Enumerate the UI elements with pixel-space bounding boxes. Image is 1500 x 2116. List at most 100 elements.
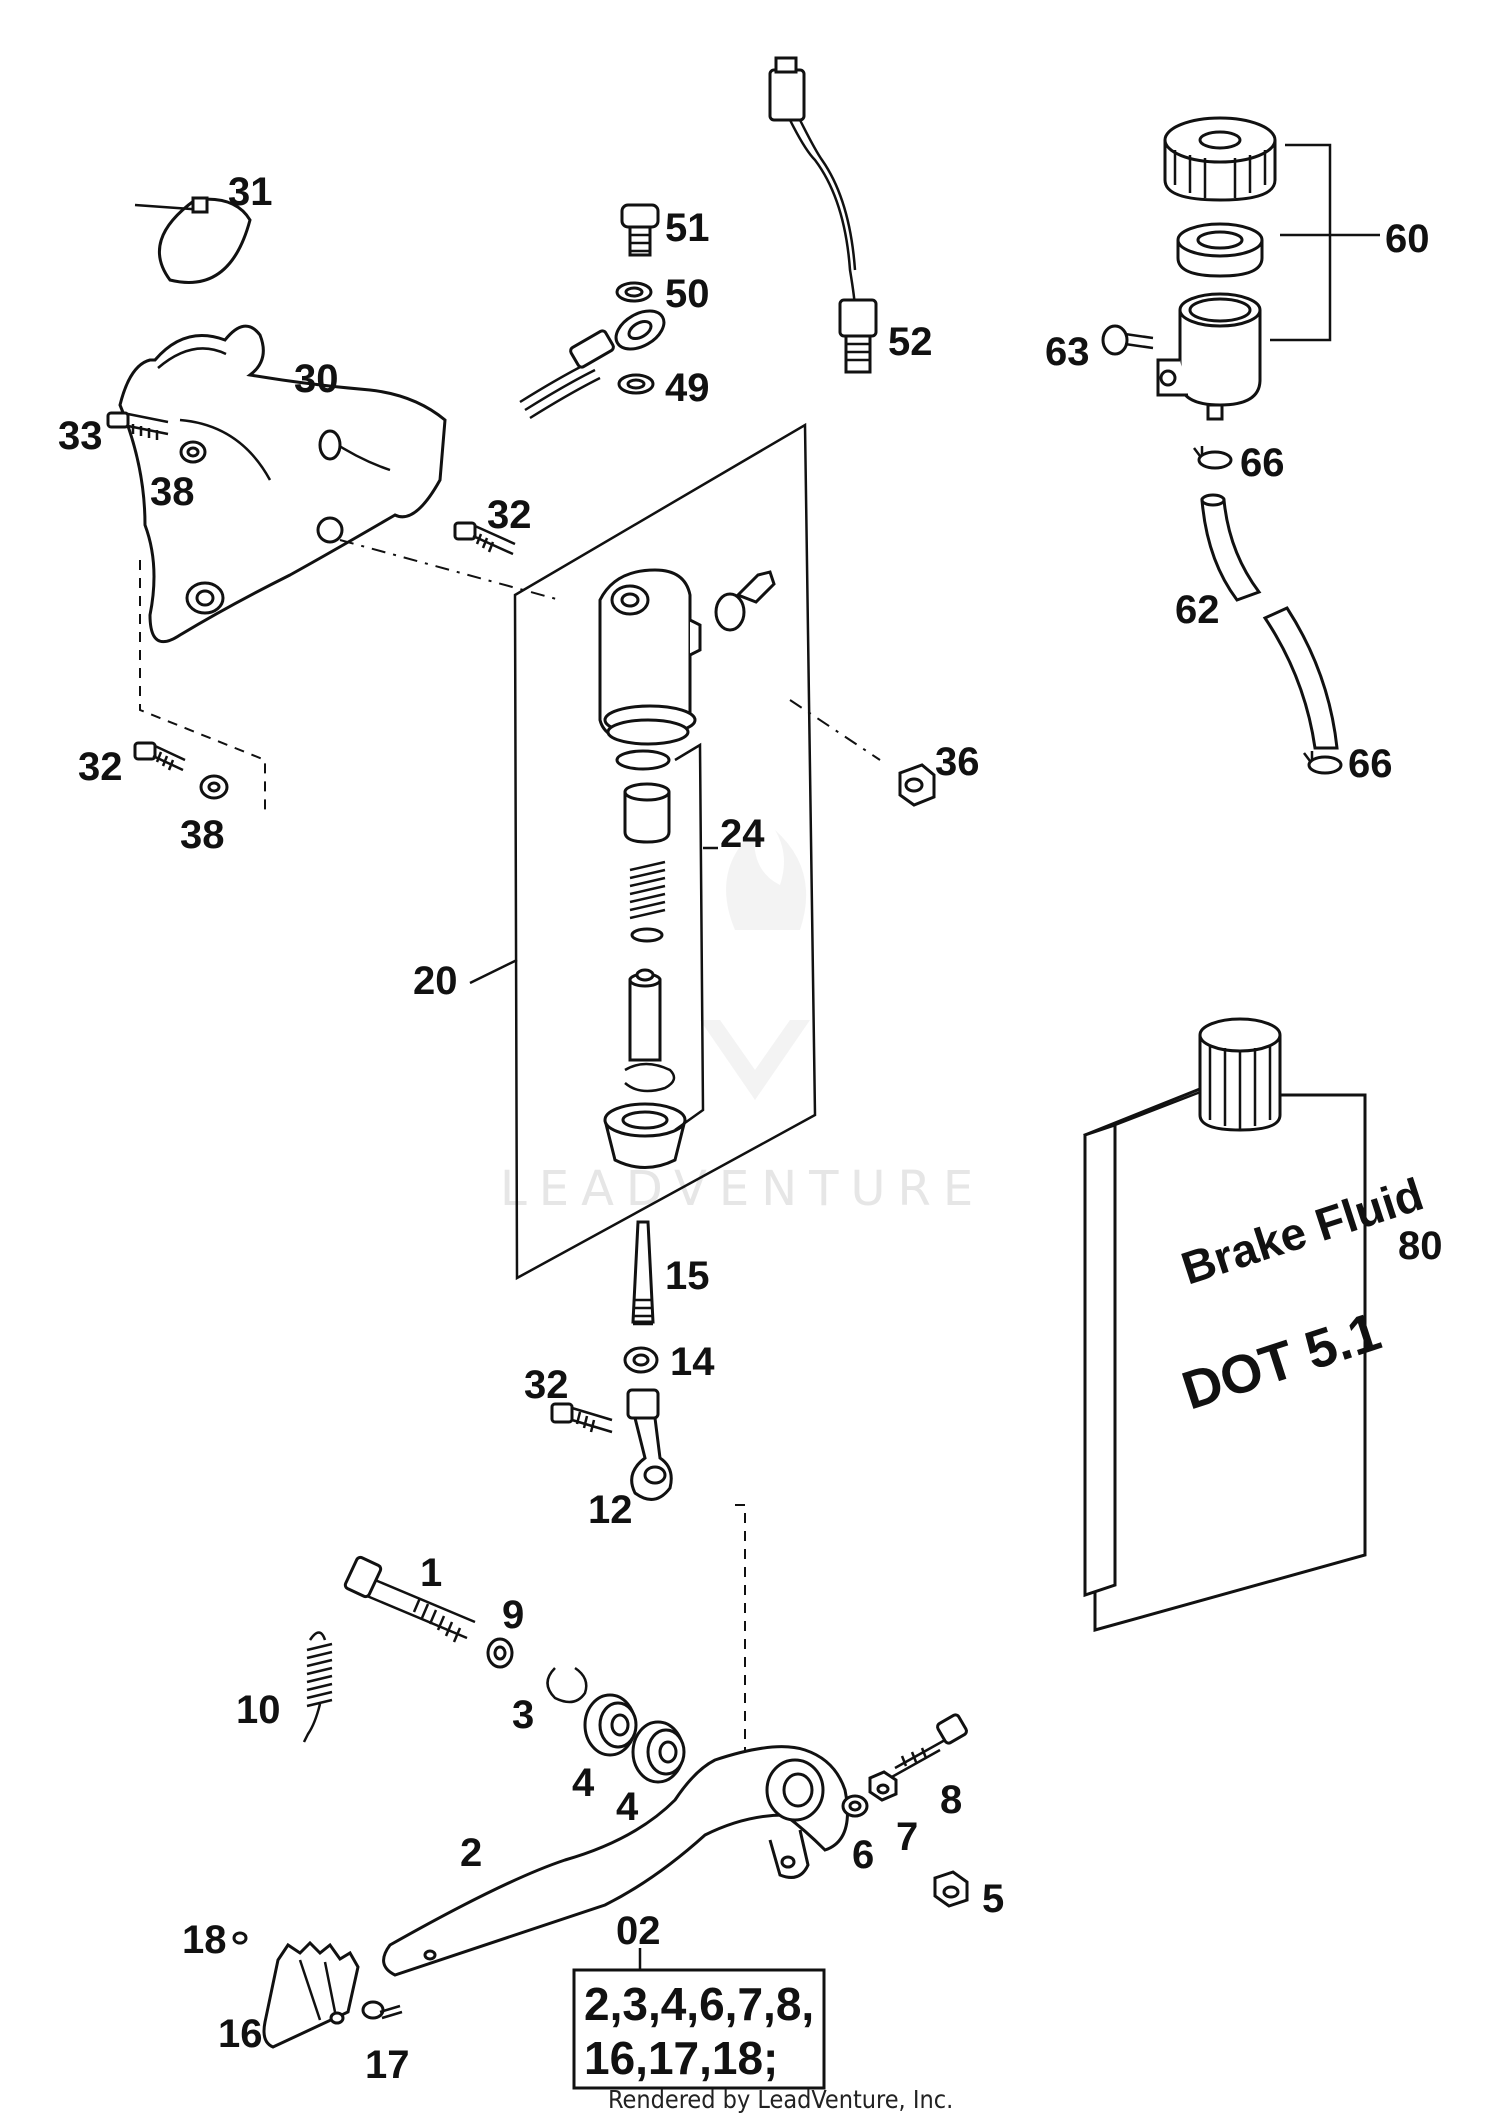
- callout-18: 18: [182, 1918, 227, 1962]
- callout-66-bottom: 66: [1348, 742, 1393, 786]
- pivot-bolt-1: [343, 1555, 476, 1643]
- nut-7: [868, 1770, 898, 1802]
- callout-80: 80: [1398, 1224, 1443, 1268]
- callout-32-left: 32: [78, 745, 123, 789]
- callout-16: 16: [218, 2012, 263, 2056]
- o-ring-top: [615, 749, 671, 771]
- heel-guard-30: [118, 324, 447, 644]
- screw-32-top: [453, 521, 516, 556]
- clamp-66-bottom: [1303, 751, 1343, 775]
- guide-line-vertical: [735, 1504, 746, 1788]
- pedal-step-16: [262, 1940, 360, 2049]
- kit-panel-20: [513, 422, 817, 1281]
- watermark-logo: [700, 830, 810, 1100]
- watermark-text: LEADVENTURE: [500, 1161, 985, 1217]
- callout-2: 2: [460, 1831, 482, 1875]
- washer-9: [486, 1637, 514, 1669]
- clamp-66-top: [1193, 446, 1233, 470]
- callout-17: 17: [365, 2043, 410, 2087]
- screw-32-bottom: [550, 1402, 613, 1434]
- callout-49: 49: [665, 366, 710, 410]
- washer-50: [615, 281, 653, 303]
- brake-pedal-2: [382, 1745, 849, 1977]
- bolt-8: [889, 1713, 968, 1780]
- kit-02-line1: 2,3,4,6,7,8,: [584, 1978, 814, 2030]
- callout-9: 9: [502, 1593, 524, 1637]
- brake-fluid-bottle-80: [1083, 1017, 1367, 1632]
- washer-6: [841, 1794, 869, 1818]
- screw-63: [1101, 324, 1154, 356]
- callout-3: 3: [512, 1693, 534, 1737]
- callout-4-b: 4: [616, 1785, 639, 1829]
- washer-38-bottom: [199, 774, 229, 800]
- callout-60: 60: [1385, 217, 1430, 261]
- screw-17: [361, 2000, 403, 2020]
- leader-lines: [469, 233, 1300, 985]
- hose-62: [1200, 493, 1339, 750]
- callout-32-bottom: 32: [524, 1363, 569, 1407]
- callout-15: 15: [665, 1254, 710, 1298]
- return-spring-10: [302, 1631, 333, 1743]
- circlip-kit: [624, 1062, 676, 1093]
- callout-66-top: 66: [1240, 441, 1285, 485]
- callout-8: 8: [940, 1778, 962, 1822]
- reservoir-cap-60: [1163, 116, 1277, 202]
- callout-33: 33: [58, 414, 103, 458]
- hose-fitting-elbow: [714, 570, 776, 632]
- callout-36: 36: [935, 740, 980, 784]
- callout-1: 1: [420, 1551, 442, 1595]
- callout-62: 62: [1175, 588, 1220, 632]
- callout-51: 51: [665, 206, 710, 250]
- reservoir-diaphragm: [1176, 222, 1264, 278]
- callout-20: 20: [413, 959, 458, 1003]
- callout-4-a: 4: [572, 1761, 595, 1805]
- screw-33: [106, 411, 169, 440]
- callout-12: 12: [588, 1488, 633, 1532]
- callout-7: 7: [896, 1815, 918, 1859]
- kit-02-box: [572, 1968, 826, 2090]
- callout-10: 10: [236, 1688, 281, 1732]
- callout-14: 14: [670, 1340, 715, 1384]
- callout-30: 30: [294, 357, 339, 401]
- clevis-12: [626, 1388, 673, 1501]
- nut-18: [232, 1931, 248, 1945]
- kit-02-line2: 16,17,18;: [584, 2032, 778, 2084]
- callout-6: 6: [852, 1833, 874, 1877]
- callout-24: 24: [720, 812, 765, 856]
- callout-5: 5: [982, 1877, 1004, 1921]
- nut-14: [623, 1346, 659, 1374]
- brake-hose-banjo: [519, 309, 666, 420]
- master-cylinder-body: [598, 568, 702, 746]
- callout-38-top: 38: [150, 470, 195, 514]
- nut-5: [933, 1870, 969, 1908]
- callout-38-bottom: 38: [180, 813, 225, 857]
- screw-32-left: [133, 741, 186, 772]
- bracket-24: [674, 742, 705, 1132]
- callout-31: 31: [228, 170, 273, 214]
- circlip-3: [546, 1666, 588, 1704]
- banjo-bolt-51: [620, 203, 660, 257]
- callout-02: 02: [616, 1909, 661, 1953]
- nut-36: [898, 763, 936, 807]
- piston-rod: [628, 968, 662, 1062]
- footer-credit: Rendered by LeadVenture, Inc.: [608, 2085, 953, 2114]
- reservoir-body: [1156, 292, 1262, 421]
- callout-52: 52: [888, 320, 933, 364]
- piston-spring: [629, 860, 666, 943]
- push-rod-15: [631, 1220, 655, 1326]
- bearing-4-a: [583, 1693, 638, 1757]
- washer-49: [617, 373, 655, 395]
- callout-63: 63: [1045, 330, 1090, 374]
- washer-38-top: [179, 440, 207, 464]
- callout-labels: 31 30 33 38 32 32 38 51 50 49 52 60 63 6…: [58, 170, 1443, 2087]
- bracket-60: [1270, 143, 1380, 342]
- dust-boot: [603, 1102, 687, 1169]
- brake-light-switch-52: [768, 56, 878, 374]
- callout-32-top: 32: [487, 493, 532, 537]
- piston-sleeve: [623, 782, 671, 844]
- guide-line-diagonal: [339, 539, 881, 761]
- guide-line-left: [139, 560, 266, 815]
- callout-50: 50: [665, 272, 710, 316]
- bearing-4-b: [631, 1720, 686, 1784]
